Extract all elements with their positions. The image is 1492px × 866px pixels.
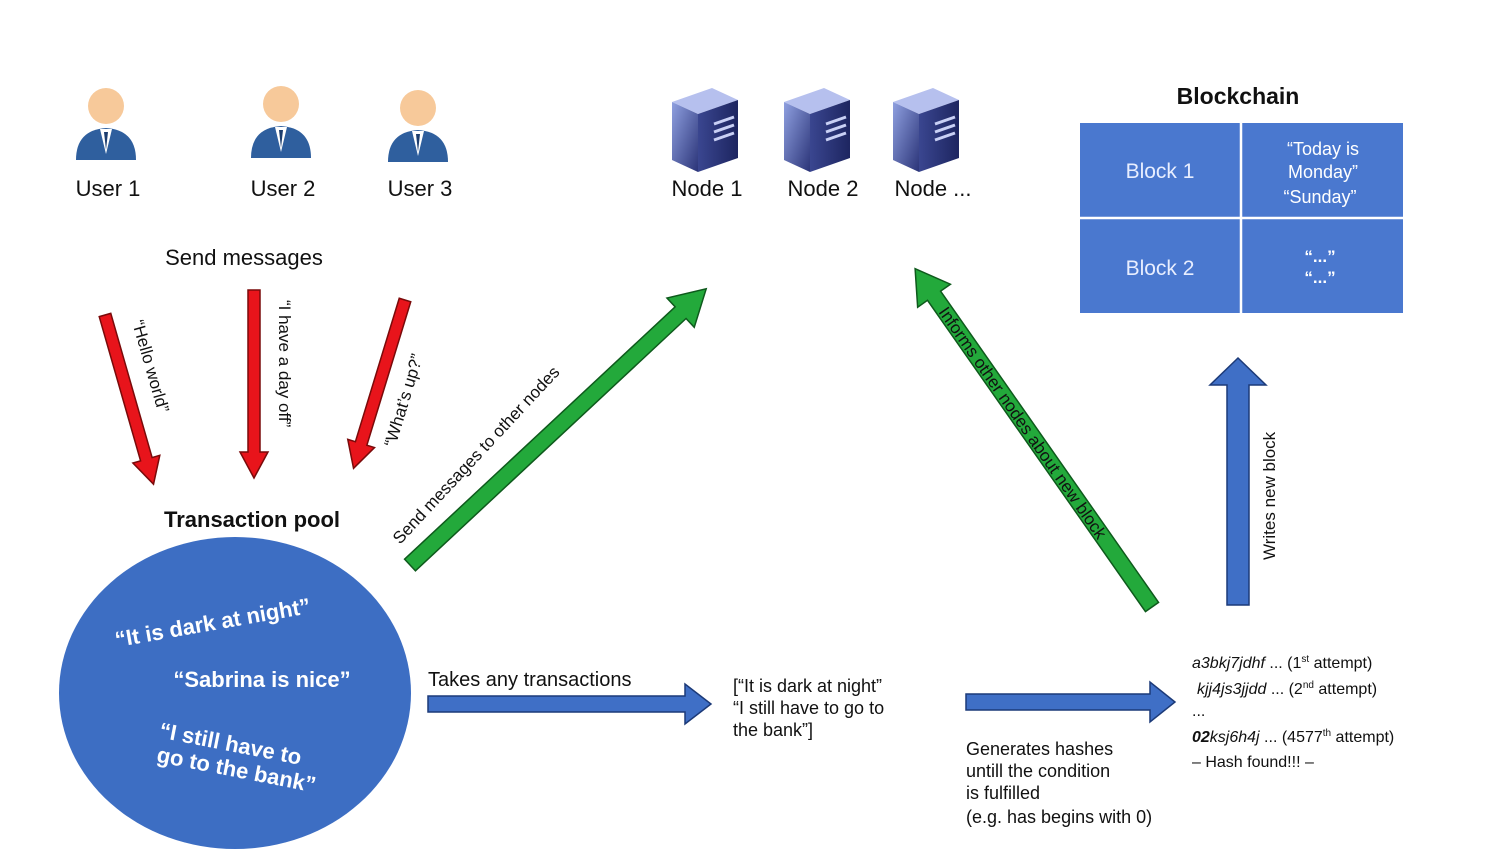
informs-label: Informs other nodes about new block: [935, 303, 1111, 543]
block-content: “...”: [1304, 268, 1335, 287]
send-messages-label: Send messages: [165, 245, 323, 270]
user-label: User 3: [388, 176, 453, 201]
generates-hashes-arrow: [965, 680, 1177, 724]
selected-transaction: the bank”]: [733, 720, 813, 740]
hash-attempt: a3bkj7jdhf ... (1st attempt): [1192, 654, 1372, 672]
takes-transactions-label: Takes any transactions: [428, 669, 631, 691]
message-arrow: [346, 297, 412, 470]
server-icon: [672, 88, 738, 172]
message-text: “I have a day off”: [275, 300, 294, 428]
message-arrow: [238, 289, 270, 480]
block-content: Monday”: [1288, 162, 1358, 182]
user-icon: [251, 86, 311, 158]
blockchain-title: Blockchain: [1177, 83, 1300, 109]
block-name: Block 2: [1126, 257, 1195, 280]
block-content: “Today is: [1287, 139, 1359, 159]
generates-label: (e.g. has begins with 0): [966, 807, 1152, 827]
hash-attempt: ...: [1192, 703, 1205, 720]
hash-attempt: kjj4js3jjdd ... (2nd attempt): [1197, 680, 1377, 698]
transaction-pool-circle: [59, 537, 411, 849]
hash-found-label: – Hash found!!! –: [1192, 754, 1314, 771]
node-label: Node 2: [788, 176, 859, 201]
block-name: Block 1: [1126, 160, 1195, 183]
selected-transaction: “I still have to go to: [733, 698, 884, 718]
blockchain-table: [1080, 123, 1403, 313]
user-icon: [388, 90, 448, 162]
user-label: User 1: [76, 176, 141, 201]
writes-block-arrow: [1208, 356, 1268, 606]
send-to-nodes-arrow: [403, 287, 708, 572]
takes-transactions-arrow: [427, 682, 713, 726]
writes-label: Writes new block: [1260, 431, 1279, 560]
server-icon: [893, 88, 959, 172]
message-arrow: [98, 312, 161, 486]
generates-label: is fulfilled: [966, 783, 1040, 803]
hash-attempt: 02ksj6h4j ... (4577th attempt): [1192, 728, 1394, 746]
user-icon: [76, 88, 136, 160]
transaction-pool-title: Transaction pool: [164, 507, 340, 532]
node-label: Node 1: [672, 176, 743, 201]
block-content: “...”: [1304, 247, 1335, 266]
block-content: “Sunday”: [1283, 187, 1356, 207]
pool-item: “Sabrina is nice”: [173, 667, 350, 692]
server-icon: [784, 88, 850, 172]
user-label: User 2: [251, 176, 316, 201]
node-label: Node ...: [894, 176, 971, 201]
informs-arrow: [914, 267, 1160, 613]
selected-transaction: [“It is dark at night”: [733, 676, 882, 696]
generates-label: Generates hashes: [966, 739, 1113, 759]
generates-label: untill the condition: [966, 761, 1110, 781]
